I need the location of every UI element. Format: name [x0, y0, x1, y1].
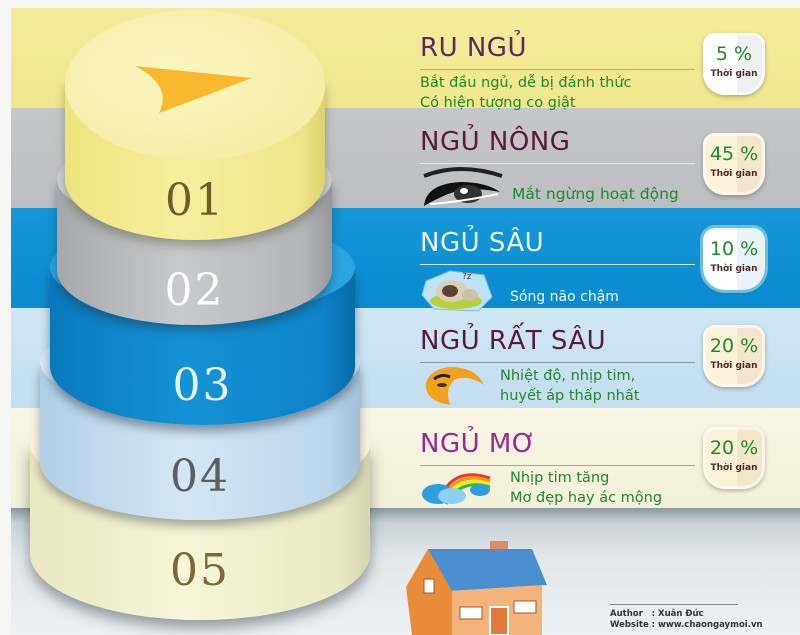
percent-value: 20 %: [709, 437, 759, 459]
percent-badge: 20 % Thời gian: [703, 325, 765, 387]
website: Website : www.chaongaymoi.vn: [610, 620, 763, 630]
percent-label: Thời gian: [710, 69, 758, 79]
divider: [420, 163, 695, 164]
stage-description: huyết áp thấp nhất: [500, 388, 640, 404]
cylinder-number: 03: [172, 360, 233, 411]
stage-ngu-mo: NGỦ MƠ Nhịp tim tăng Mơ đẹp hay ác mộng: [420, 429, 700, 508]
stage-title: NGỦ MƠ: [420, 429, 537, 459]
eye-icon: [423, 167, 503, 206]
stage-ngu-rat-sau: NGỦ RẤT SÂU Nhiệt độ, nhịp tim, huyết áp…: [420, 326, 700, 407]
svg-text:?z: ?z: [462, 272, 472, 282]
divider: [420, 264, 695, 265]
cylinder-01: 01: [65, 10, 325, 240]
rainbow-cloud-icon: [422, 473, 491, 505]
percent-label: Thời gian: [710, 169, 758, 179]
cylinder-number: 01: [165, 175, 225, 226]
percent-badge: 5 % Thời gian: [703, 33, 765, 95]
stage-title: RU NGỦ: [420, 33, 527, 63]
stage-description: Mắt ngừng hoạt động: [512, 185, 679, 203]
stage-description: Mơ đẹp hay ác mộng: [510, 490, 663, 506]
percent-label: Thời gian: [710, 361, 758, 371]
stage-description: Nhịp tim tăng: [510, 470, 610, 486]
sleeping-moon-icon: [425, 367, 484, 405]
divider: [420, 465, 695, 466]
percent-value: 45 %: [709, 143, 759, 165]
percent-value: 20 %: [709, 335, 759, 357]
stage-ngu-nong: NGỦ NÔNG Mắt ngừng hoạt động: [420, 127, 700, 208]
stage-description: Bắt đầu ngủ, dễ bị đánh thức: [420, 75, 632, 91]
stage-ru-ngu: RU NGỦ Bắt đầu ngủ, dễ bị đánh thức Có h…: [420, 33, 700, 113]
credits-divider: [610, 604, 738, 605]
stage-description: Có hiện tượng co giật: [420, 95, 576, 111]
credits: Author : Xuân Đức Website : www.chaongay…: [610, 604, 763, 631]
cylinder-number: 04: [170, 451, 230, 502]
percent-label: Thời gian: [710, 463, 758, 473]
cylinder-number: 05: [170, 545, 230, 596]
percent-badge: 10 % Thời gian: [703, 228, 765, 290]
percent-value: 10 %: [709, 238, 759, 260]
cylinder-number: 02: [164, 265, 225, 316]
percent-badge: 20 % Thời gian: [703, 427, 765, 489]
author: Author : Xuân Đức: [610, 609, 704, 619]
house-icon: [406, 541, 547, 635]
stage-description: Sóng não chậm: [510, 289, 619, 305]
sleeping-cat-icon: ?z: [421, 270, 493, 312]
percent-value: 5 %: [715, 43, 753, 65]
percent-label: Thời gian: [710, 264, 758, 274]
stage-description: Nhiệt độ, nhịp tim,: [500, 368, 636, 384]
play-arrow-icon: [135, 66, 252, 113]
divider: [420, 69, 695, 70]
divider: [420, 362, 695, 363]
percent-badge: 45 % Thời gian: [703, 133, 765, 195]
stage-ngu-sau: NGỦ SÂU ?z Sóng não chậm: [420, 228, 700, 313]
stage-title: NGỦ SÂU: [420, 228, 545, 258]
stage-title: NGỦ NÔNG: [420, 127, 571, 157]
stage-title: NGỦ RẤT SÂU: [420, 326, 607, 356]
